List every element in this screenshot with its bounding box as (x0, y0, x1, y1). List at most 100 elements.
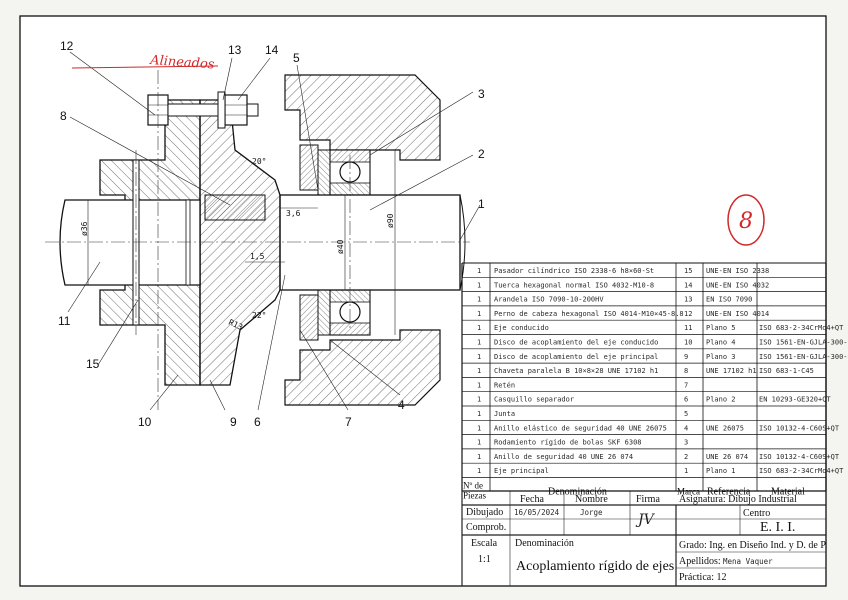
parts-qty: 1 (477, 396, 481, 404)
dim-shaft-diameter: ø36 (80, 221, 89, 236)
dim-bearing-bore: ø40 (336, 239, 345, 254)
balloon-15: 15 (86, 357, 100, 371)
balloon-6: 6 (254, 415, 261, 429)
drawing-title: Acoplamiento rígido de ejes (516, 559, 674, 574)
parts-reference: Plano 4 (706, 339, 736, 347)
balloon-10: 10 (138, 415, 152, 429)
parts-qty: 1 (477, 267, 481, 275)
parts-reference: UNE 26 074 (706, 453, 748, 461)
balloon-9: 9 (230, 415, 237, 429)
balloon-1: 1 (478, 197, 485, 211)
parts-qty: 1 (477, 467, 481, 475)
parts-number: 12 (684, 310, 692, 318)
apellidos-label: Apellidos: (679, 556, 721, 567)
parts-material: ISO 1561-EN-GJLA-300-RT (759, 339, 848, 347)
balloon-7: 7 (345, 415, 352, 429)
parts-name: Tuerca hexagonal normal ISO 4032-M10-8 (494, 281, 654, 289)
parts-name: Eje principal (494, 467, 549, 475)
parts-reference: Plano 3 (706, 353, 736, 361)
parts-number: 7 (684, 381, 688, 389)
centro-label: Centro (743, 508, 770, 519)
parts-material: ISO 683-2-34CrMo4+QT (759, 467, 844, 475)
parts-reference: UNE-EN ISO 2338 (706, 267, 769, 275)
title-block: Fecha Nombre Firma Dibujado Comprob. 16/… (461, 491, 827, 586)
parts-name: Anillo de seguridad 40 UNE 26 074 (494, 453, 633, 461)
parts-qty: 1 (477, 324, 481, 332)
practica: Práctica: 12 (679, 572, 726, 583)
leader-lines (67, 51, 481, 411)
parts-reference: EN ISO 7090 (706, 296, 752, 304)
balloon-13: 13 (228, 43, 242, 57)
balloon-12: 12 (60, 39, 74, 53)
dim-angle-b: 22° (252, 311, 266, 320)
parts-qty: 1 (477, 339, 481, 347)
grado: Grado: Ing. en Diseño Ind. y D. de P. (679, 540, 827, 551)
parts-qty: 1 (477, 439, 481, 447)
parts-reference: UNE 26075 (706, 424, 744, 432)
balloon-3: 3 (478, 87, 485, 101)
parts-name: Pasador cilíndrico ISO 2338-6 h8×60-St (494, 267, 654, 275)
parts-number: 14 (684, 281, 692, 289)
parts-name: Junta (494, 410, 515, 418)
escala-label: Escala (471, 538, 498, 549)
parts-list-table: 1 Pasador cilíndrico ISO 2338-6 h8×60-St 1… (461, 262, 848, 501)
fecha-label: Fecha (520, 494, 544, 505)
balloon-8: 8 (60, 109, 67, 123)
dim-angle-a: 20° (252, 157, 266, 166)
apellidos-value: Mena Vaquer (723, 557, 773, 566)
parts-qty: 1 (477, 310, 481, 318)
parts-qty: 1 (477, 410, 481, 418)
header-reference: Referencia (707, 487, 751, 498)
fecha-value: 16/05/2024 (514, 508, 560, 517)
dim-gap-b: 1,5 (250, 252, 265, 261)
denominacion-label: Denominación (515, 538, 574, 549)
asignatura: Asignatura: Dibujo Industrial (679, 494, 797, 505)
balloon-5: 5 (293, 51, 300, 65)
balloon-4: 4 (398, 398, 405, 412)
parts-qty: 1 (477, 296, 481, 304)
firma-value: JV (635, 512, 656, 528)
balloon-14: 14 (265, 43, 279, 57)
parts-material: ISO 683-1-C45 (759, 367, 814, 375)
parts-name: Disco de acoplamiento del eje conducido (494, 339, 658, 347)
parts-name: Perno de cabeza hexagonal ISO 4014-M10×4… (494, 310, 684, 318)
red-annotation: Alineados (149, 53, 216, 73)
dim-gap-a: 3,6 (286, 209, 301, 218)
parts-number: 15 (684, 267, 692, 275)
comprob-label: Comprob. (466, 522, 506, 533)
parts-number: 5 (684, 410, 688, 418)
parts-number: 13 (684, 296, 692, 304)
parts-name: Casquillo separador (494, 396, 574, 404)
parts-number: 11 (684, 324, 692, 332)
parts-material: EN 10293-GE320+QT (759, 396, 831, 404)
balloon-11: 11 (58, 314, 71, 328)
parts-name: Anillo elástico de seguridad 40 UNE 2607… (494, 424, 667, 432)
dibujado-label: Dibujado (466, 507, 503, 518)
parts-reference: UNE-EN ISO 4014 (706, 310, 769, 318)
parts-name: Retén (494, 381, 515, 389)
parts-qty: 1 (477, 367, 481, 375)
grade-circle (727, 194, 765, 246)
parts-reference: Plano 5 (706, 324, 736, 332)
centro-value: E. I. I. (760, 520, 795, 535)
parts-number: 4 (684, 424, 688, 432)
parts-material: ISO 1561-EN-GJLA-300-RT (759, 353, 848, 361)
parts-qty: 1 (477, 281, 481, 289)
parts-number: 8 (684, 367, 688, 375)
nombre-label: Nombre (575, 494, 608, 505)
grade-mark: 8 (739, 209, 753, 234)
parts-qty: 1 (477, 424, 481, 432)
escala-value: 1:1 (478, 554, 491, 565)
parts-material: ISO 10132-4-C60S+QT (759, 453, 840, 461)
header-number: Marca (677, 487, 700, 497)
parts-name: Disco de acoplamiento del eje principal (494, 353, 658, 361)
parts-number: 6 (684, 396, 688, 404)
parts-qty: 1 (477, 381, 481, 389)
parts-name: Eje conducido (494, 324, 549, 332)
parts-qty: 1 (477, 453, 481, 461)
firma-label: Firma (636, 494, 660, 505)
parts-number: 10 (684, 339, 692, 347)
dim-housing-diameter: ø90 (386, 213, 395, 228)
